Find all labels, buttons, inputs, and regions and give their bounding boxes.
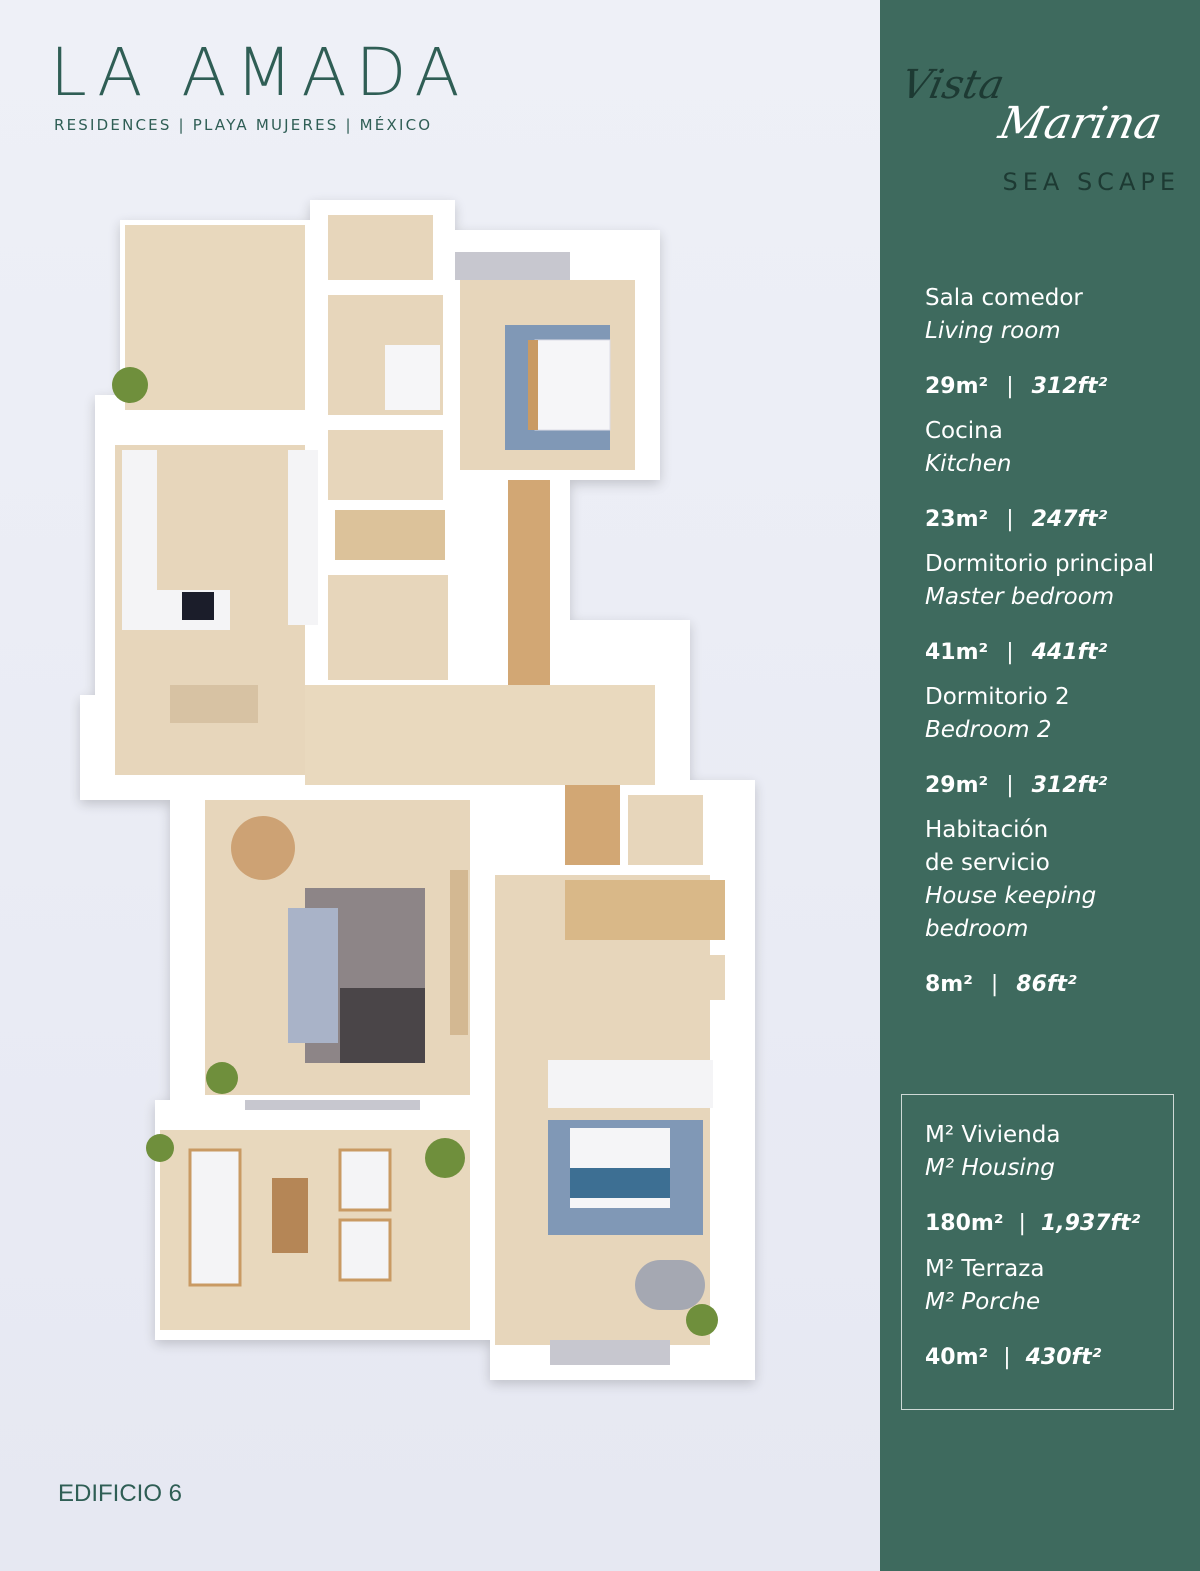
terrace-sofa <box>188 1148 242 1287</box>
room-name-es: Dormitorio 2 <box>925 684 1070 710</box>
total-name-es: M² Vivienda <box>925 1122 1061 1148</box>
room-area-separator: | <box>990 972 999 997</box>
brand-name: LA AMADA <box>50 34 469 111</box>
round-table <box>231 816 295 880</box>
room-area: 8m² | 86ft² <box>925 970 1185 1000</box>
plant-4 <box>425 1138 465 1178</box>
floor-plan <box>80 200 755 1380</box>
room-name-en: Master bedroom <box>925 584 1115 610</box>
total-area-separator: | <box>1018 1211 1026 1236</box>
service-bed <box>385 345 440 410</box>
room-area: 23m² | 247ft² <box>925 505 1185 535</box>
model-script-1: Vista <box>897 62 1009 108</box>
room-area-separator: | <box>1006 507 1014 532</box>
closet-2 <box>565 785 620 865</box>
tv-console <box>450 870 468 1035</box>
room-name-en: Living room <box>925 318 1061 344</box>
brand-logo: LA AMADA RESIDENCES | PLAYA MUJERES | MÉ… <box>50 34 469 135</box>
room-area: 41m² | 441ft² <box>925 638 1185 668</box>
room-area-separator: | <box>1006 640 1014 665</box>
building-label: EDIFICIO 6 <box>58 1480 183 1507</box>
room-area-ft2: 312ft² <box>1031 374 1108 399</box>
room-area-m2: 23m² <box>925 507 989 532</box>
terrace-chair-1 <box>338 1148 392 1212</box>
terrace-top <box>125 225 305 410</box>
room-name-es: Sala comedor <box>925 285 1083 311</box>
closet-3 <box>565 880 725 940</box>
bathroom-3 <box>628 795 703 865</box>
total-area-ft2: 1,937ft² <box>1040 1211 1141 1236</box>
total-area-ft2: 430ft² <box>1025 1345 1102 1370</box>
room-area-ft2: 312ft² <box>1031 773 1108 798</box>
room-area-m2: 8m² <box>925 972 973 997</box>
total-item: M² Vivienda M² Housing 180m² | 1,937ft² <box>925 1119 1173 1239</box>
plant-1 <box>112 367 148 403</box>
kitchen-counter-right <box>288 450 318 625</box>
room-area-separator: | <box>1006 773 1014 798</box>
bathroom-2 <box>328 575 448 680</box>
brand-subtitle: RESIDENCES | PLAYA MUJERES | MÉXICO <box>54 116 433 134</box>
room-area: 29m² | 312ft² <box>925 372 1185 402</box>
total-name-en: M² Housing <box>925 1155 1055 1181</box>
room-name-en: House keeping bedroom <box>925 883 1097 942</box>
room-area-ft2: 86ft² <box>1016 972 1077 997</box>
total-name-es: M² Terraza <box>925 1256 1045 1282</box>
model-name: SEA SCAPE <box>1002 168 1180 196</box>
floorplan-panel: LA AMADA RESIDENCES | PLAYA MUJERES | MÉ… <box>0 0 880 1571</box>
bedroom2-vanity <box>548 1060 713 1108</box>
total-area: 40m² | 430ft² <box>925 1343 1173 1373</box>
laundry <box>328 215 433 280</box>
total-area-m2: 180m² <box>925 1211 1004 1236</box>
room-area-m2: 29m² <box>925 773 989 798</box>
bathroom-4 <box>565 955 725 1000</box>
closet-1 <box>335 510 445 560</box>
room-name-en: Kitchen <box>925 451 1012 477</box>
room-area-separator: | <box>1006 374 1014 399</box>
living-sofa <box>288 908 338 1043</box>
room-area: 29m² | 312ft² <box>925 771 1185 801</box>
total-area: 180m² | 1,937ft² <box>925 1209 1173 1239</box>
room-area-ft2: 441ft² <box>1031 640 1108 665</box>
living-rug-dark <box>340 988 425 1063</box>
room-area-m2: 41m² <box>925 640 989 665</box>
bedroom2-blanket <box>570 1168 670 1198</box>
master-bed-headboard <box>528 340 538 430</box>
totals-box: M² Vivienda M² Housing 180m² | 1,937ft² M² Te… <box>901 1094 1174 1410</box>
room-name-es: Cocina <box>925 418 1003 444</box>
room-area-ft2: 247ft² <box>1031 507 1108 532</box>
bathtub <box>635 1260 705 1310</box>
hallway <box>305 685 655 785</box>
total-area-m2: 40m² <box>925 1345 989 1370</box>
model-logo: Vista Marina <box>897 62 1192 172</box>
plant-3 <box>146 1134 174 1162</box>
plant-2 <box>206 1062 238 1094</box>
terrace-chair-2 <box>338 1218 392 1282</box>
total-area-separator: | <box>1003 1345 1011 1370</box>
window-bedroom2 <box>550 1340 670 1365</box>
dining-table <box>170 685 258 723</box>
wardrobe <box>508 480 550 685</box>
master-bed <box>534 339 611 431</box>
window-master <box>455 252 570 280</box>
room-name-es: Habitación de servicio <box>925 817 1050 876</box>
total-name-en: M² Porche <box>925 1289 1041 1315</box>
room-item: Dormitorio 2 Bedroom 2 29m² | 312ft² <box>925 681 1185 801</box>
room-name-es: Dormitorio principal <box>925 551 1155 577</box>
bathroom-1 <box>328 430 443 500</box>
plant-5 <box>686 1304 718 1336</box>
window-living <box>245 1100 420 1110</box>
total-item: M² Terraza M² Porche 40m² | 430ft² <box>925 1253 1173 1373</box>
room-area-m2: 29m² <box>925 374 989 399</box>
terrace-coffee-table <box>272 1178 308 1253</box>
cooktop <box>182 592 214 620</box>
room-name-en: Bedroom 2 <box>925 717 1052 743</box>
model-script-2: Marina <box>994 98 1167 149</box>
